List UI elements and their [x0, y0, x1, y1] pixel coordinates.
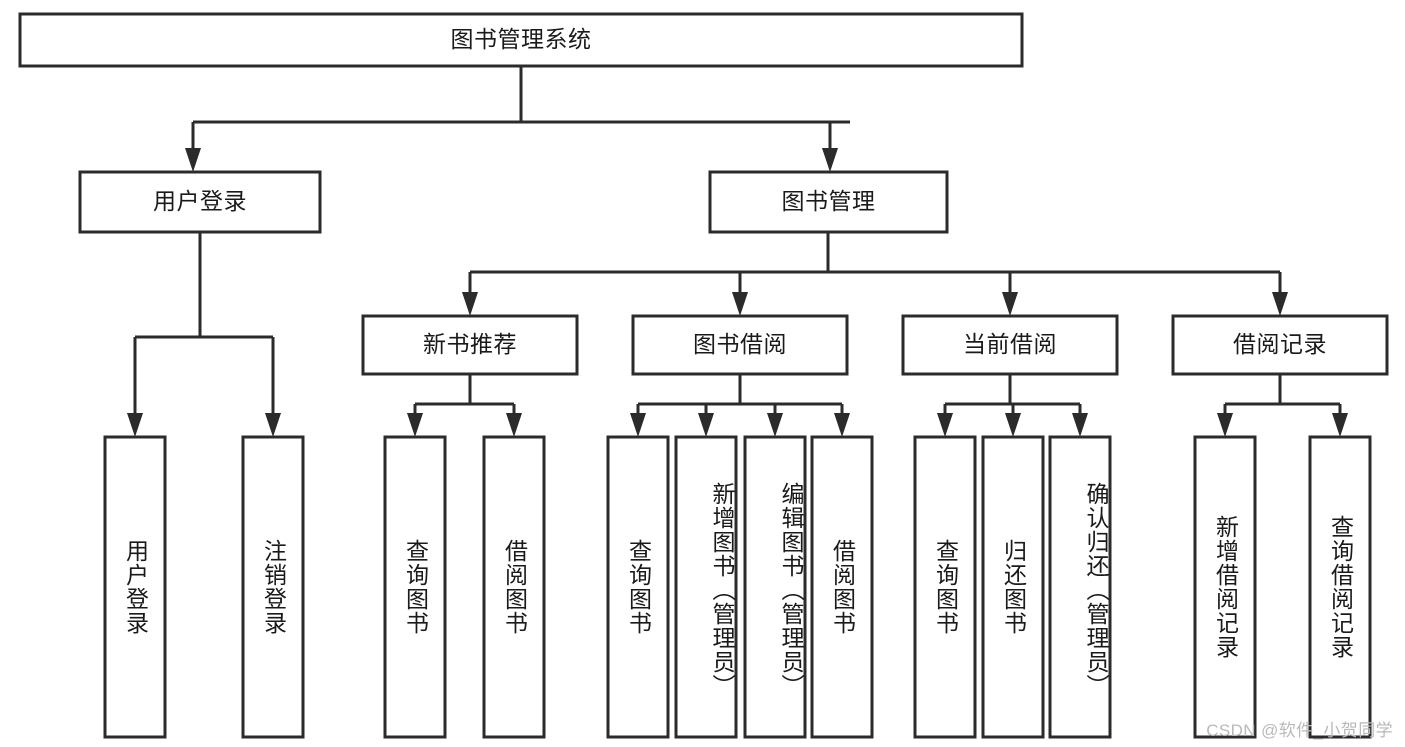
node-new-book-rec[interactable]: [361, 314, 579, 376]
arrow-head-leaf-query-book-1: [407, 413, 423, 437]
node-leaf-add-book[interactable]: [674, 435, 738, 739]
arrow-head-leaf-query-book-3: [937, 413, 953, 437]
node-leaf-query-book-3[interactable]: [913, 435, 977, 739]
arrow-head-leaf-query-record: [1332, 413, 1348, 437]
node-current-borrow[interactable]: [901, 314, 1119, 376]
arrow-head-book-borrow: [732, 292, 748, 316]
arrow-head-book-manage: [822, 148, 838, 172]
arrow-head-leaf-borrow-book-1: [506, 413, 522, 437]
node-borrow-record[interactable]: [1171, 314, 1389, 376]
arrow-head-current-borrow: [1002, 292, 1018, 316]
arrow-head-leaf-add-book: [698, 413, 714, 437]
arrow-head-user-login: [185, 148, 201, 172]
connector-borrow-record-to-leaves: [1217, 374, 1348, 437]
arrow-head-leaf-user-login: [127, 413, 143, 437]
node-leaf-return-book[interactable]: [981, 435, 1045, 739]
node-leaf-query-book-1[interactable]: [383, 435, 447, 739]
arrow-head-leaf-query-book-2: [630, 413, 646, 437]
connector-user-login-to-leaves: [127, 232, 281, 437]
node-leaf-user-login[interactable]: [103, 435, 167, 739]
arrow-head-leaf-logout: [265, 413, 281, 437]
connector-current-borrow-to-leaves: [937, 374, 1088, 437]
connector-book-manage-to-level3: [462, 232, 1288, 316]
node-leaf-confirm-return[interactable]: [1048, 435, 1112, 739]
node-leaf-query-record[interactable]: [1308, 435, 1372, 739]
arrow-head-borrow-record: [1272, 292, 1288, 316]
node-leaf-borrow-book-2[interactable]: [810, 435, 874, 739]
node-book-manage[interactable]: [708, 170, 949, 234]
node-leaf-logout[interactable]: [241, 435, 305, 739]
node-book-borrow[interactable]: [631, 314, 849, 376]
node-leaf-edit-book[interactable]: [743, 435, 807, 739]
arrow-head-leaf-return-book: [1005, 413, 1021, 437]
node-root[interactable]: [18, 12, 1024, 68]
arrow-head-leaf-edit-book: [767, 413, 783, 437]
node-user-login[interactable]: [78, 170, 322, 234]
connector-new-book-rec-to-leaves: [407, 374, 522, 437]
arrow-head-leaf-add-record: [1217, 413, 1233, 437]
connector-root-to-level2: [185, 66, 850, 172]
arrow-head-leaf-confirm-return: [1072, 413, 1088, 437]
node-leaf-add-record[interactable]: [1193, 435, 1257, 739]
node-leaf-query-book-2[interactable]: [606, 435, 670, 739]
node-leaf-borrow-book-1[interactable]: [482, 435, 546, 739]
connector-book-borrow-to-leaves: [630, 374, 850, 437]
arrow-head-new-book-rec: [462, 292, 478, 316]
arrow-head-leaf-borrow-book-2: [834, 413, 850, 437]
